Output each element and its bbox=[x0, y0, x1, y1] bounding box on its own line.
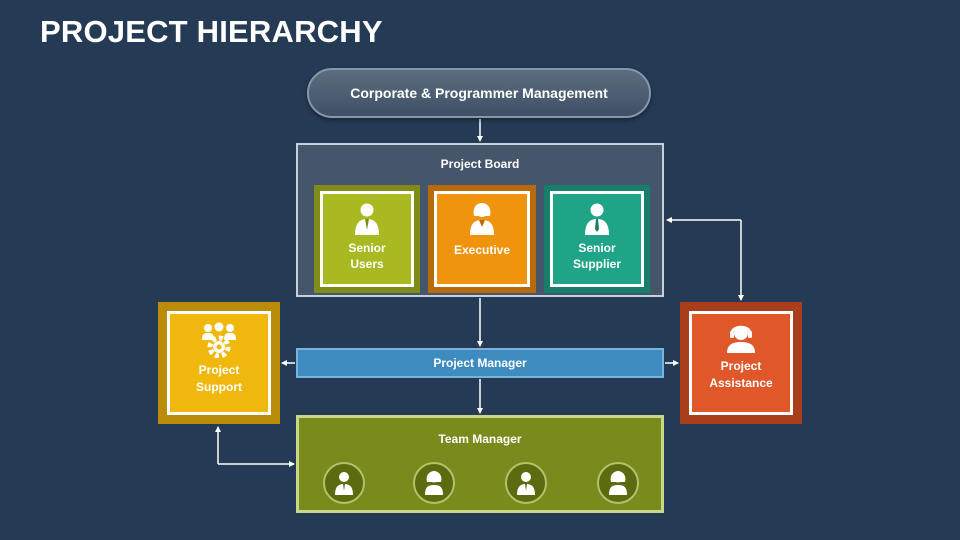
project-manager-label: Project Manager bbox=[433, 356, 527, 370]
senior-supplier-label-2: Supplier bbox=[572, 257, 621, 271]
team-member-woman-icon bbox=[597, 462, 639, 504]
project-assistance-label-1: Project bbox=[720, 359, 762, 373]
project-support-label-2: Support bbox=[196, 380, 242, 394]
corporate-management-label: Corporate & Programmer Management bbox=[350, 85, 608, 101]
team-manager-node: Team Manager bbox=[296, 415, 664, 513]
team-member-man-icon bbox=[505, 462, 547, 504]
businesswoman-icon bbox=[470, 203, 494, 235]
executive-node: Executive bbox=[428, 185, 536, 293]
senior-supplier-label-1: Senior bbox=[578, 241, 616, 255]
team-manager-title: Team Manager bbox=[438, 432, 522, 446]
project-support-label-1: Project bbox=[198, 363, 240, 377]
team-member-woman-icon bbox=[413, 462, 455, 504]
executive-label: Executive bbox=[453, 243, 511, 257]
team-gear-icon bbox=[202, 322, 236, 358]
project-board-title: Project Board bbox=[440, 157, 520, 171]
supplier-icon bbox=[585, 203, 609, 235]
headset-icon bbox=[727, 325, 755, 353]
team-member-man-icon bbox=[323, 462, 365, 504]
senior-users-label-1: Senior bbox=[348, 241, 386, 255]
senior-users-label-2: Users bbox=[350, 257, 384, 271]
page-title: PROJECT HIERARCHY bbox=[40, 14, 383, 49]
project-manager-node: Project Manager bbox=[296, 348, 664, 378]
project-assistance-label-2: Assistance bbox=[709, 376, 773, 390]
corporate-management-node: Corporate & Programmer Management bbox=[307, 68, 651, 118]
businessman-icon bbox=[355, 203, 379, 235]
